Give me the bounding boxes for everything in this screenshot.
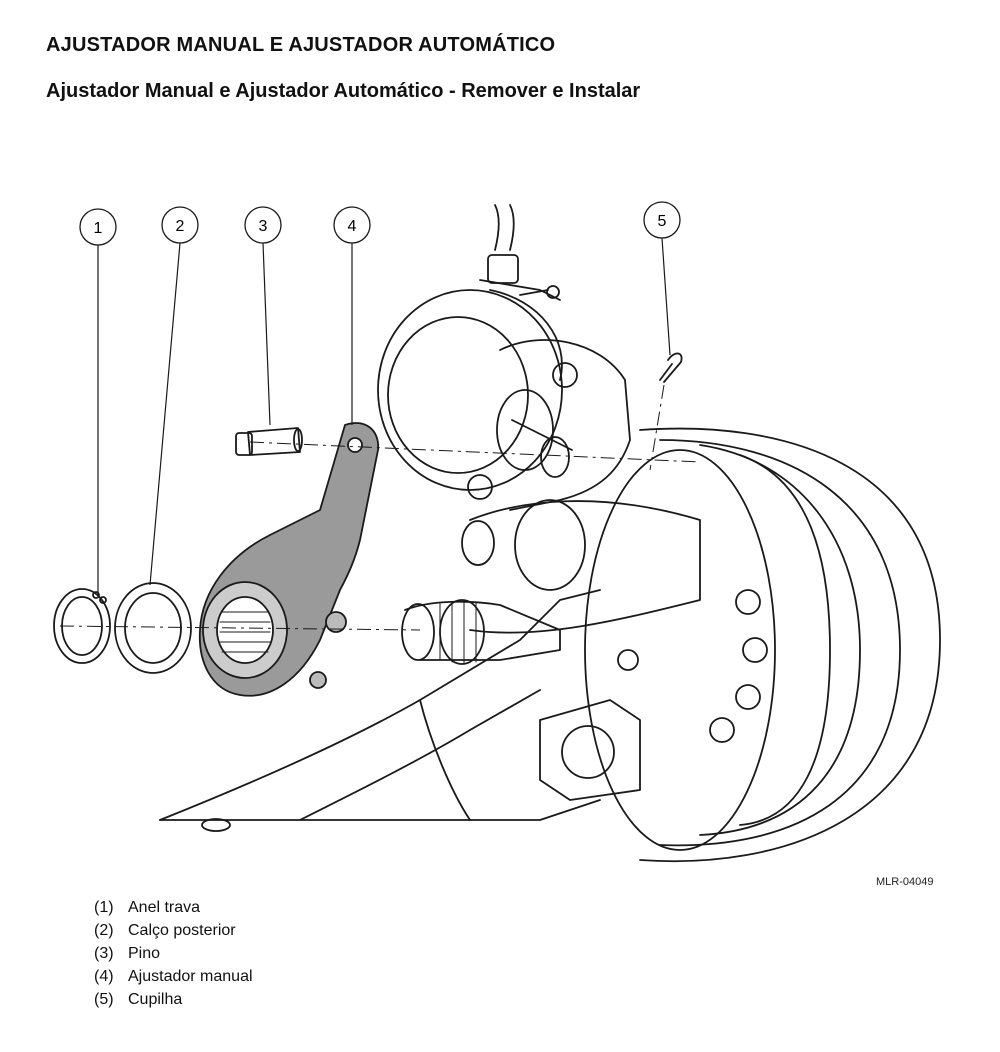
legend-label: Pino [128,945,161,962]
callout-5: 5 [643,201,681,239]
svg-text:2: 2 [176,218,185,235]
callout-4: 4 [333,206,371,244]
figure-code: MLR-04049 [876,876,934,888]
legend-label: Calço posterior [128,922,236,939]
legend-label: Anel trava [128,899,201,916]
callout-2: 2 [161,206,199,244]
legend-item: (3) Pino [94,942,253,965]
section-subtitle: Ajustador Manual e Ajustador Automático … [46,80,641,102]
legend-label: Cupilha [128,991,183,1008]
legend-item: (4) Ajustador manual [94,965,253,988]
svg-text:3: 3 [259,218,268,235]
svg-text:1: 1 [94,220,103,237]
svg-text:4: 4 [348,218,357,235]
exploded-view-illustration: 1 2 3 4 5 [53,201,941,863]
svg-text:5: 5 [658,213,667,230]
page-title: AJUSTADOR MANUAL E AJUSTADOR AUTOMÁTICO [46,34,556,56]
legend-item: (5) Cupilha [94,988,253,1011]
legend-number: (2) [94,922,114,939]
legend-number: (5) [94,991,114,1008]
callout-3: 3 [244,206,282,244]
legend-number: (1) [94,899,114,916]
legend-number: (4) [94,968,114,985]
callout-1: 1 [79,208,117,246]
legend-item: (1) Anel trava [94,896,253,919]
legend-number: (3) [94,945,114,962]
legend-item: (2) Calço posterior [94,919,253,942]
legend-label: Ajustador manual [128,968,253,985]
parts-legend: (1) Anel trava (2) Calço posterior (3) P… [94,896,253,1011]
